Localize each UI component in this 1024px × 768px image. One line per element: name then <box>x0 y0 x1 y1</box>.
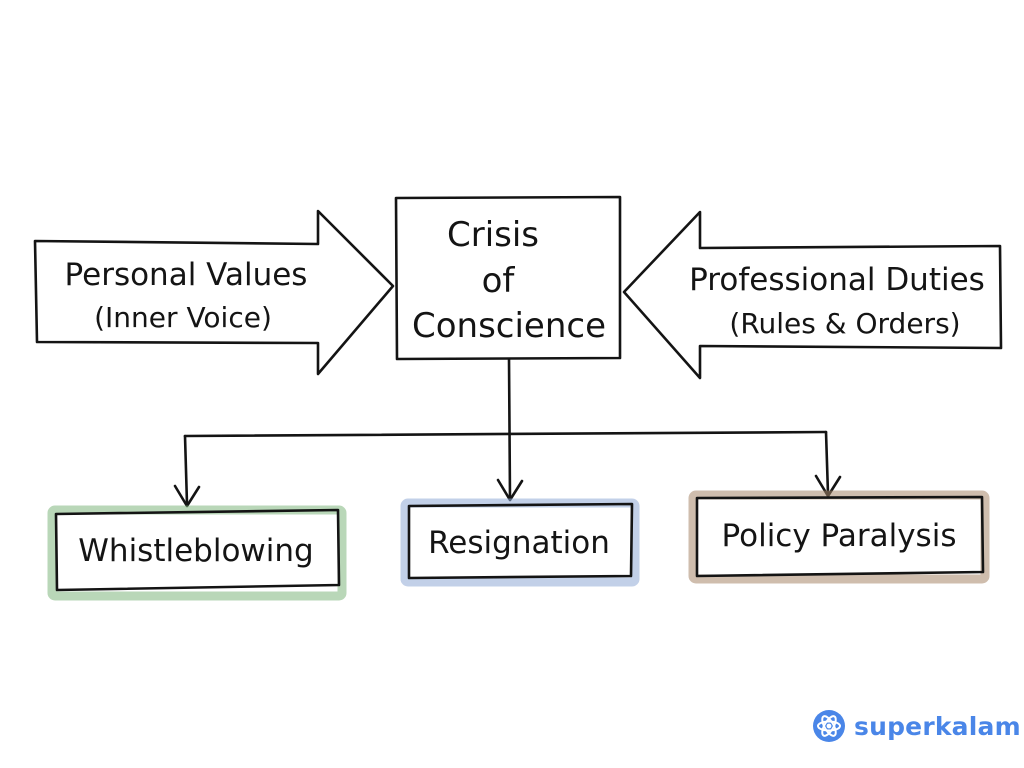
superkalam-logo: superkalam <box>812 706 1021 746</box>
center-line-3: Conscience <box>412 306 606 346</box>
center-line-2: of <box>482 261 516 301</box>
professional-duties-title: Professional Duties <box>689 262 985 298</box>
personal-values-subtitle: (Inner Voice) <box>94 301 272 334</box>
connector-lines <box>173 357 842 508</box>
outcome-whistleblowing: Whistleblowing <box>47 505 347 601</box>
professional-duties-arrow-shape <box>622 210 1003 380</box>
whistleblowing-label: Whistleblowing <box>78 533 313 569</box>
branch-line <box>183 430 828 438</box>
branch-left-drop <box>183 434 189 506</box>
crisis-of-conscience-box: Crisis of Conscience <box>394 195 622 361</box>
outcome-policy-paralysis: Policy Paralysis <box>688 490 990 584</box>
personal-values-title: Personal Values <box>65 257 308 293</box>
center-box-frame <box>394 195 622 361</box>
branch-right-drop <box>824 430 830 496</box>
center-line-1: Crisis <box>447 215 539 255</box>
atom-icon <box>813 710 845 742</box>
resignation-highlight <box>400 498 640 587</box>
trunk-line <box>507 357 512 500</box>
policy-paralysis-highlight <box>688 490 990 584</box>
professional-duties-subtitle: (Rules & Orders) <box>729 307 960 340</box>
resignation-label: Resignation <box>428 525 610 561</box>
professional-duties-arrow: Professional Duties (Rules & Orders) <box>622 210 1003 380</box>
brand-name: superkalam <box>854 711 1021 741</box>
whistleblowing-box <box>54 508 341 592</box>
personal-values-arrow: Personal Values (Inner Voice) <box>33 209 395 376</box>
resignation-box <box>407 502 634 580</box>
personal-values-arrow-shape <box>33 209 395 376</box>
outcome-resignation: Resignation <box>400 498 640 587</box>
policy-paralysis-label: Policy Paralysis <box>722 518 957 554</box>
policy-paralysis-box <box>695 495 985 578</box>
whistleblowing-highlight <box>47 505 347 601</box>
